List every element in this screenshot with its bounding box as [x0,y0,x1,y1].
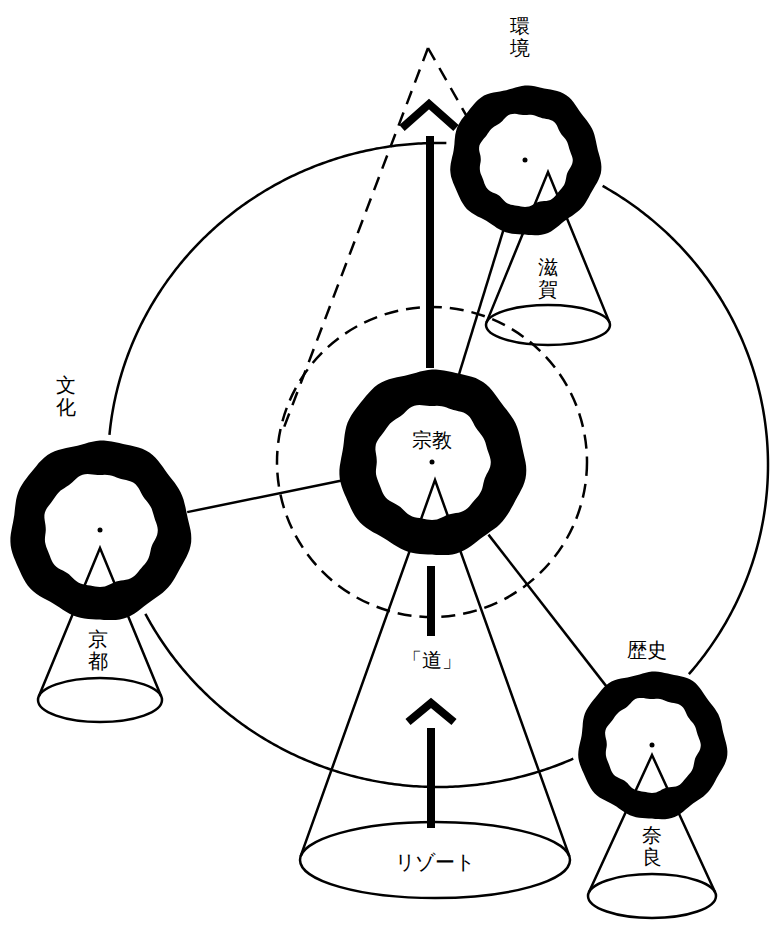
circle-arc [145,614,573,787]
node-label: 文化 [56,374,76,418]
node-label: 環境 [510,15,530,59]
arrow-chevron [402,104,456,128]
arrow-shaft [427,566,435,636]
brush-ring [576,669,728,821]
brush-ring [337,367,527,557]
node-label: 京都 [88,628,108,672]
cone-base [300,822,570,898]
center-dot [523,158,528,163]
brush-ring [8,438,192,622]
node-label: リゾート [395,850,475,874]
ring-node: 文化 [8,438,192,622]
cone-sides [589,755,715,893]
arrow-shaft [426,136,434,368]
center-dot [650,743,655,748]
arrow-shaft [427,728,435,828]
cone-base [486,305,610,345]
node-label: 宗教 [412,428,452,452]
ring-stroke [578,672,727,820]
link-line [187,480,342,512]
cone-sides [487,172,610,322]
node-label: 「道」 [402,648,462,672]
brush-ring [448,83,602,237]
cone-sides [301,480,570,856]
center-dot [430,460,435,465]
link-line [459,231,503,374]
center-dot [98,528,103,533]
cone-sides [39,548,162,697]
link-line [488,535,607,688]
arrow-chevron [408,703,454,722]
cone-base [588,874,716,918]
ring-stroke [10,441,191,620]
ring-node: 宗教 [337,367,527,557]
ring-stroke [339,370,526,555]
node-label: 歴史 [627,638,667,662]
node-label: 奈良 [642,824,662,868]
node-label: 滋賀 [538,256,558,300]
ring-stroke [450,86,601,236]
circle-arc [603,186,768,674]
cone-node: 滋賀 [486,172,610,345]
ring-node: 環境 [448,83,602,237]
cone-base [38,678,162,722]
ring-node: 歴史 [576,669,728,821]
